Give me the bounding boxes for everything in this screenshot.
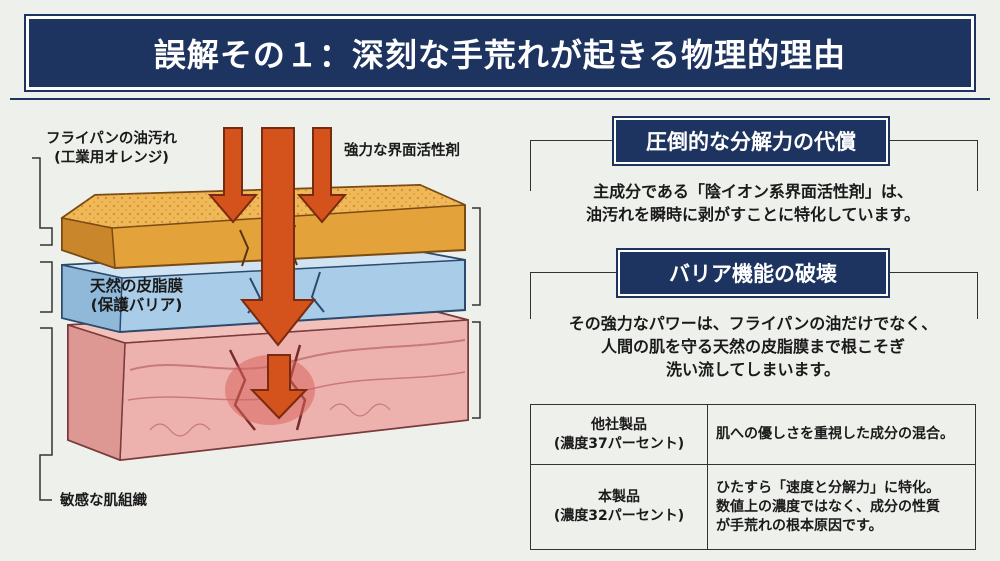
section2-line1: その強力なパワーは、フライパンの油だけでなく、 [568,314,938,333]
competitor-desc: 肌への優しさを重視した成分の混合。 [716,426,954,443]
arrow-small-right [296,127,348,224]
section1-body: 主成分である「陰イオン系界面活性剤」は、 油汚れを瞬時に剥がすことに特化していま… [530,180,976,226]
section2-heading: バリア機能の破壊 [616,248,890,298]
title-divider [10,98,990,100]
product-cell: 本製品 (濃度32パーセント) [530,464,708,550]
grease-label-line1: フライパンの油汚れ [46,131,177,147]
product-desc-cell: ひたすら「速度と分解力」に特化。 数値上の濃度ではなく、成分の性質 が手荒れの根… [707,464,976,550]
comparison-table: 他社製品 (濃度37パーセント) 肌への優しさを重視した成分の混合。 本製品 (… [530,403,976,550]
section1-line1: 主成分である「陰イオン系界面活性剤」は、 [593,182,913,201]
competitor-concentration: (濃度37パーセント) [553,435,685,452]
product-name: 本製品 [598,489,640,506]
competitor-name: 他社製品 [591,416,647,433]
left-brackets [32,157,53,501]
section2-heading-text: バリア機能の破壊 [669,262,837,286]
section1-heading-text: 圧倒的な分解力の代償 [646,130,856,154]
product-desc-line1: ひたすら「速度と分解力」に特化。 [716,479,940,496]
sebum-label: 天然の皮脂膜 (保護バリア) [90,277,183,315]
section2-body: その強力なパワーは、フライパンの油だけでなく、 人間の肌を守る天然の皮脂膜まで根… [530,312,976,381]
surfactant-label: 強力な界面活性剤 [344,143,460,159]
table-row: 本製品 (濃度32パーセント) ひたすら「速度と分解力」に特化。 数値上の濃度で… [530,464,976,550]
sebum-label-line1: 天然の皮脂膜 [90,277,184,295]
page-title: 誤解その１：深刻な手荒れが起きる物理的理由 [153,36,847,74]
surfactant-arrows [207,127,348,420]
competitor-cell: 他社製品 (濃度37パーセント) [530,403,708,466]
product-concentration: (濃度32パーセント) [553,508,685,525]
section1-line2: 油汚れを瞬時に剥がすことに特化しています。 [586,205,920,224]
grease-label: フライパンの油汚れ (工業用オレンジ) [46,130,177,168]
layer-illustration [32,127,481,501]
section2-line3: 洗い流してしまいます。 [666,360,840,379]
grease-label-line2: (工業用オレンジ) [54,150,169,166]
right-bracket [472,207,481,419]
competitor-desc-cell: 肌への優しさを重視した成分の混合。 [707,403,976,466]
section2-line2: 人間の肌を守る天然の皮脂膜まで根こそぎ [600,337,905,356]
table-row: 他社製品 (濃度37パーセント) 肌への優しさを重視した成分の混合。 [530,403,976,466]
sebum-label-line2: (保護バリア) [90,296,183,314]
arrow-lower [249,354,309,420]
arrow-large-center [239,127,317,347]
skin-layer-diagram: フライパンの油汚れ (工業用オレンジ) 強力な界面活性剤 天然の皮脂膜 (保護バ… [0,100,510,557]
product-desc-line2: 数値上の濃度ではなく、成分の性質 [716,498,940,515]
arrow-small-left [207,127,259,224]
product-desc-line3: が手荒れの根本原因です。 [716,517,883,534]
title-banner: 誤解その１：深刻な手荒れが起きる物理的理由 [24,14,976,92]
skin-label: 敏感な肌組織 [60,493,147,509]
section1-heading: 圧倒的な分解力の代償 [612,116,890,166]
